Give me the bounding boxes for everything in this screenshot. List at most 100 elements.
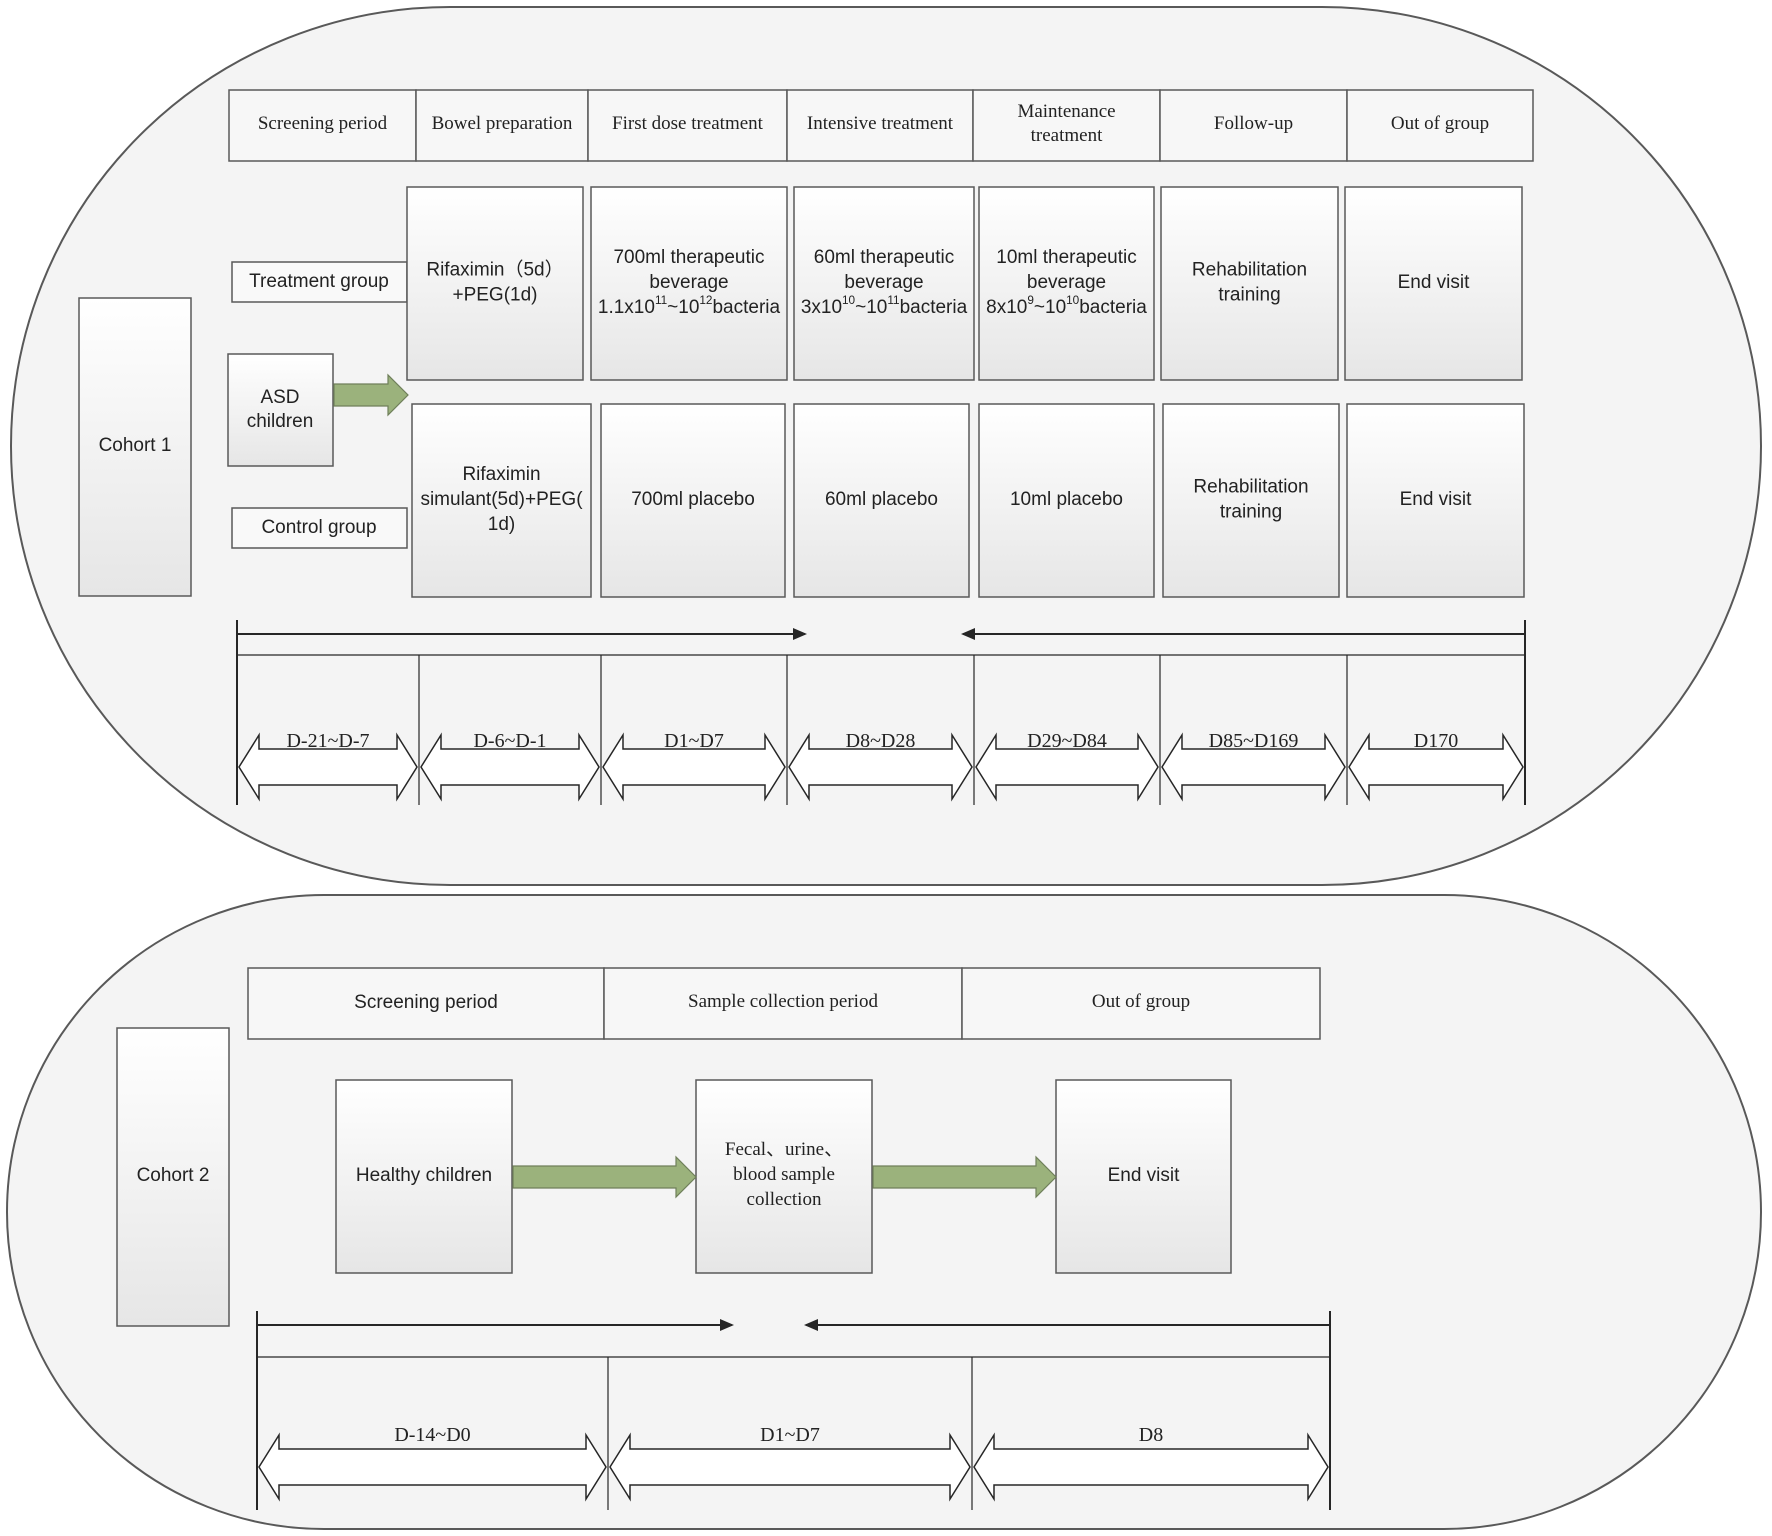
c2-day-label-line: D-14~D0 [394,1424,470,1446]
c2-flow-box [1055,1079,1232,1274]
control-step-box [1162,403,1340,598]
treatment-step-text-line: End visit [1398,272,1471,293]
cohort1-label-line: Cohort 1 [99,435,172,456]
control-step-text-line: training [1220,502,1282,523]
control-step-text-line: 10ml placebo [1010,489,1123,510]
c1-phase-header [1346,89,1534,162]
c1-day-label: D85~D169 [1209,730,1299,752]
c1-day-arrow [238,732,418,802]
treatment-step-text-line: 10ml therapeutic [996,247,1136,268]
cohort1-label-box [78,297,192,597]
c1-phase-label-line: Maintenance [1017,101,1115,122]
treatment-step-box [1160,186,1339,381]
c2-day-label: D-14~D0 [394,1424,470,1446]
c2-flow-text-line: blood sample [733,1164,835,1185]
c1-phase-header [228,89,417,162]
c2-flow-box [335,1079,513,1274]
c2-phase-label: Screening period [354,992,498,1013]
c2-phase-header [961,967,1321,1040]
control-step-text-line: 60ml placebo [825,489,938,510]
c1-phase-label-line: Out of group [1391,113,1489,134]
asd-children-box [227,353,334,467]
c2-phase-header [603,967,963,1040]
c1-day-arrow [1161,732,1346,802]
treatment-step-text: 60ml therapeuticbeverage3x1010~1011bacte… [801,247,968,318]
control-step-text: 700ml placebo [631,489,755,510]
c2-flow-text: Fecal、urine、 blood sample collection [725,1139,843,1210]
c1-phase-label: Intensive treatment [807,113,954,134]
treatment-group-label-line: Treatment group [249,271,389,292]
c1-day-arrow [602,732,786,802]
treatment-step-text: Rifaximin（5d） +PEG(1d) [426,259,563,306]
c1-phase-label: Screening period [258,113,388,134]
c1-phase-label-line: Intensive treatment [807,113,954,134]
c1-day-label: D-21~D-7 [286,730,369,752]
control-step-text: 60ml placebo [825,489,938,510]
control-step-text-line: 700ml placebo [631,489,755,510]
treatment-step-text-line: training [1218,285,1280,306]
c2-day-label-line: D1~D7 [760,1424,820,1446]
control-step-box [600,403,786,598]
c2-flow-text-line: End visit [1108,1165,1181,1186]
c1-day-label-line: D-21~D-7 [286,730,369,752]
treatment-step-text: Rehabilitation training [1192,260,1307,306]
control-step-text-line: Rifaximin [462,464,540,485]
treatment-step-text-line: beverage [649,272,728,293]
c1-day-label: D-6~D-1 [473,730,546,752]
control-group-label: Control group [261,517,376,538]
treatment-step-box [590,186,788,381]
c1-day-arrow [1348,732,1524,802]
c2-flow-text: Healthy children [356,1165,492,1186]
c1-phase-label: Maintenance treatment [1017,101,1115,146]
c1-phase-label: Bowel preparation [432,113,573,134]
control-step-text-line: Rehabilitation [1193,477,1308,498]
treatment-step-text-line: 1.1x1011~1012bacteria [598,294,781,318]
c1-day-arrow [420,732,600,802]
control-step-text: Rifaximin simulant(5d)+PEG( 1d) [420,464,583,535]
c2-flow-text-line: Fecal、urine、 [725,1139,843,1160]
control-group-box [231,507,408,549]
c1-day-label-line: D85~D169 [1209,730,1299,752]
c2-phase-header [247,967,605,1040]
treatment-step-text-line: +PEG(1d) [452,285,537,306]
c2-phase-label: Out of group [1092,991,1190,1012]
asd-to-groups-arrow [333,373,409,417]
c1-day-label-line: D29~D84 [1027,730,1107,752]
treatment-step-text-line: 60ml therapeutic [814,247,954,268]
control-step-box [411,403,592,598]
control-step-text-line: 1d) [488,514,515,535]
c2-flow-arrow-2 [872,1155,1057,1199]
c1-phase-label-line: treatment [1031,125,1103,146]
c1-phase-header [786,89,974,162]
c2-phase-label-line: Out of group [1092,991,1190,1012]
cohort2-label-box [116,1027,230,1327]
c1-day-label: D8~D28 [846,730,916,752]
c2-day-label-line: D8 [1139,1424,1163,1446]
c2-day-label: D1~D7 [760,1424,820,1446]
c1-day-label: D170 [1414,730,1458,752]
treatment-step-text-line: Rehabilitation [1192,260,1307,281]
control-step-text-line: End visit [1400,489,1473,510]
asd-children-label-line: ASD [260,387,299,408]
treatment-step-box [1344,186,1523,381]
c1-day-label-line: D-6~D-1 [473,730,546,752]
c1-day-label: D29~D84 [1027,730,1107,752]
c2-flow-arrow-1 [512,1155,697,1199]
c2-flow-text-line: Healthy children [356,1165,492,1186]
control-step-text-line: simulant(5d)+PEG( [420,489,583,510]
cohort2-label-line: Cohort 2 [137,1165,210,1186]
treatment-step-text: 10ml therapeutic beverage8x109~1010bacter… [986,247,1147,318]
treatment-step-text-line: 3x1010~1011bacteria [801,294,968,318]
c1-phase-header [1159,89,1348,162]
c2-flow-text-line: collection [747,1189,822,1210]
treatment-step-text-line: beverage [1027,272,1106,293]
c1-phase-label: Out of group [1391,113,1489,134]
c1-phase-label-line: Bowel preparation [432,113,573,134]
control-step-box [1346,403,1525,598]
c1-day-label: D1~D7 [664,730,724,752]
treatment-step-text-line: Rifaximin（5d） [426,259,563,281]
c1-day-label-line: D170 [1414,730,1458,752]
treatment-step-text-line: 8x109~1010bacteria [986,294,1147,318]
